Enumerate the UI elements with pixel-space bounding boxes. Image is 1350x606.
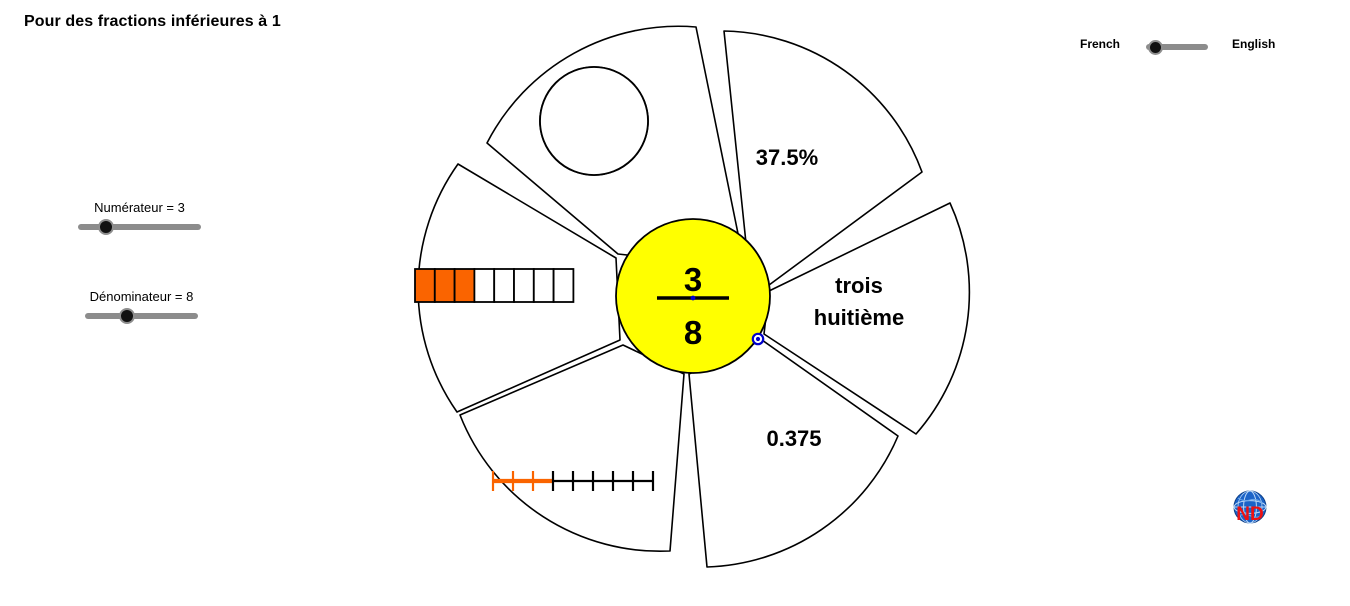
- language-label-french[interactable]: French: [1080, 37, 1121, 51]
- petal-number-line[interactable]: [459, 344, 685, 553]
- pie-model: [539, 66, 649, 176]
- petal-percent-outline[interactable]: [723, 30, 923, 289]
- petal-words-line2: huitième: [814, 305, 904, 330]
- logo-text: ND: [1236, 504, 1263, 525]
- language-label-english[interactable]: English: [1232, 37, 1276, 51]
- hub-numerator: 3: [684, 261, 702, 298]
- petal-pie-model[interactable]: [486, 25, 746, 269]
- petal-words-outline[interactable]: [763, 202, 971, 435]
- denominator-slider-knob[interactable]: [119, 308, 135, 324]
- denominator-slider-label: Dénominateur = 8: [89, 289, 194, 304]
- language-toggle-knob[interactable]: [1148, 40, 1163, 55]
- language-toggle[interactable]: French English: [1080, 35, 1300, 61]
- petal-words[interactable]: trois huitième: [763, 202, 971, 435]
- petal-percent[interactable]: 37.5%: [723, 30, 923, 289]
- petal-number-line-outline[interactable]: [459, 344, 685, 553]
- petal-words-line1: trois: [835, 273, 883, 298]
- fraction-hub[interactable]: 3 8: [615, 218, 771, 374]
- hub-drag-handle-dot[interactable]: [755, 336, 761, 342]
- petal-percent-value: 37.5%: [756, 145, 818, 170]
- petal-decimal-value: 0.375: [766, 426, 821, 451]
- hub-denominator: 8: [684, 314, 702, 351]
- globe-icon: ND: [1233, 490, 1267, 525]
- numerator-slider-label: Numérateur = 3: [94, 200, 185, 215]
- language-toggle-track[interactable]: [1146, 44, 1208, 50]
- number-line-model: [491, 471, 655, 491]
- numerator-slider-knob[interactable]: [98, 219, 114, 235]
- petal-decimal[interactable]: 0.375: [688, 339, 899, 568]
- denominator-slider-track[interactable]: [85, 313, 198, 319]
- bar-model: [414, 268, 575, 303]
- hub-center-dot: [690, 295, 696, 301]
- page-title: Pour des fractions inférieures à 1: [24, 13, 281, 30]
- numerator-slider-track[interactable]: [78, 224, 201, 230]
- petal-decimal-outline[interactable]: [688, 339, 899, 568]
- petal-bar-model[interactable]: [414, 163, 621, 413]
